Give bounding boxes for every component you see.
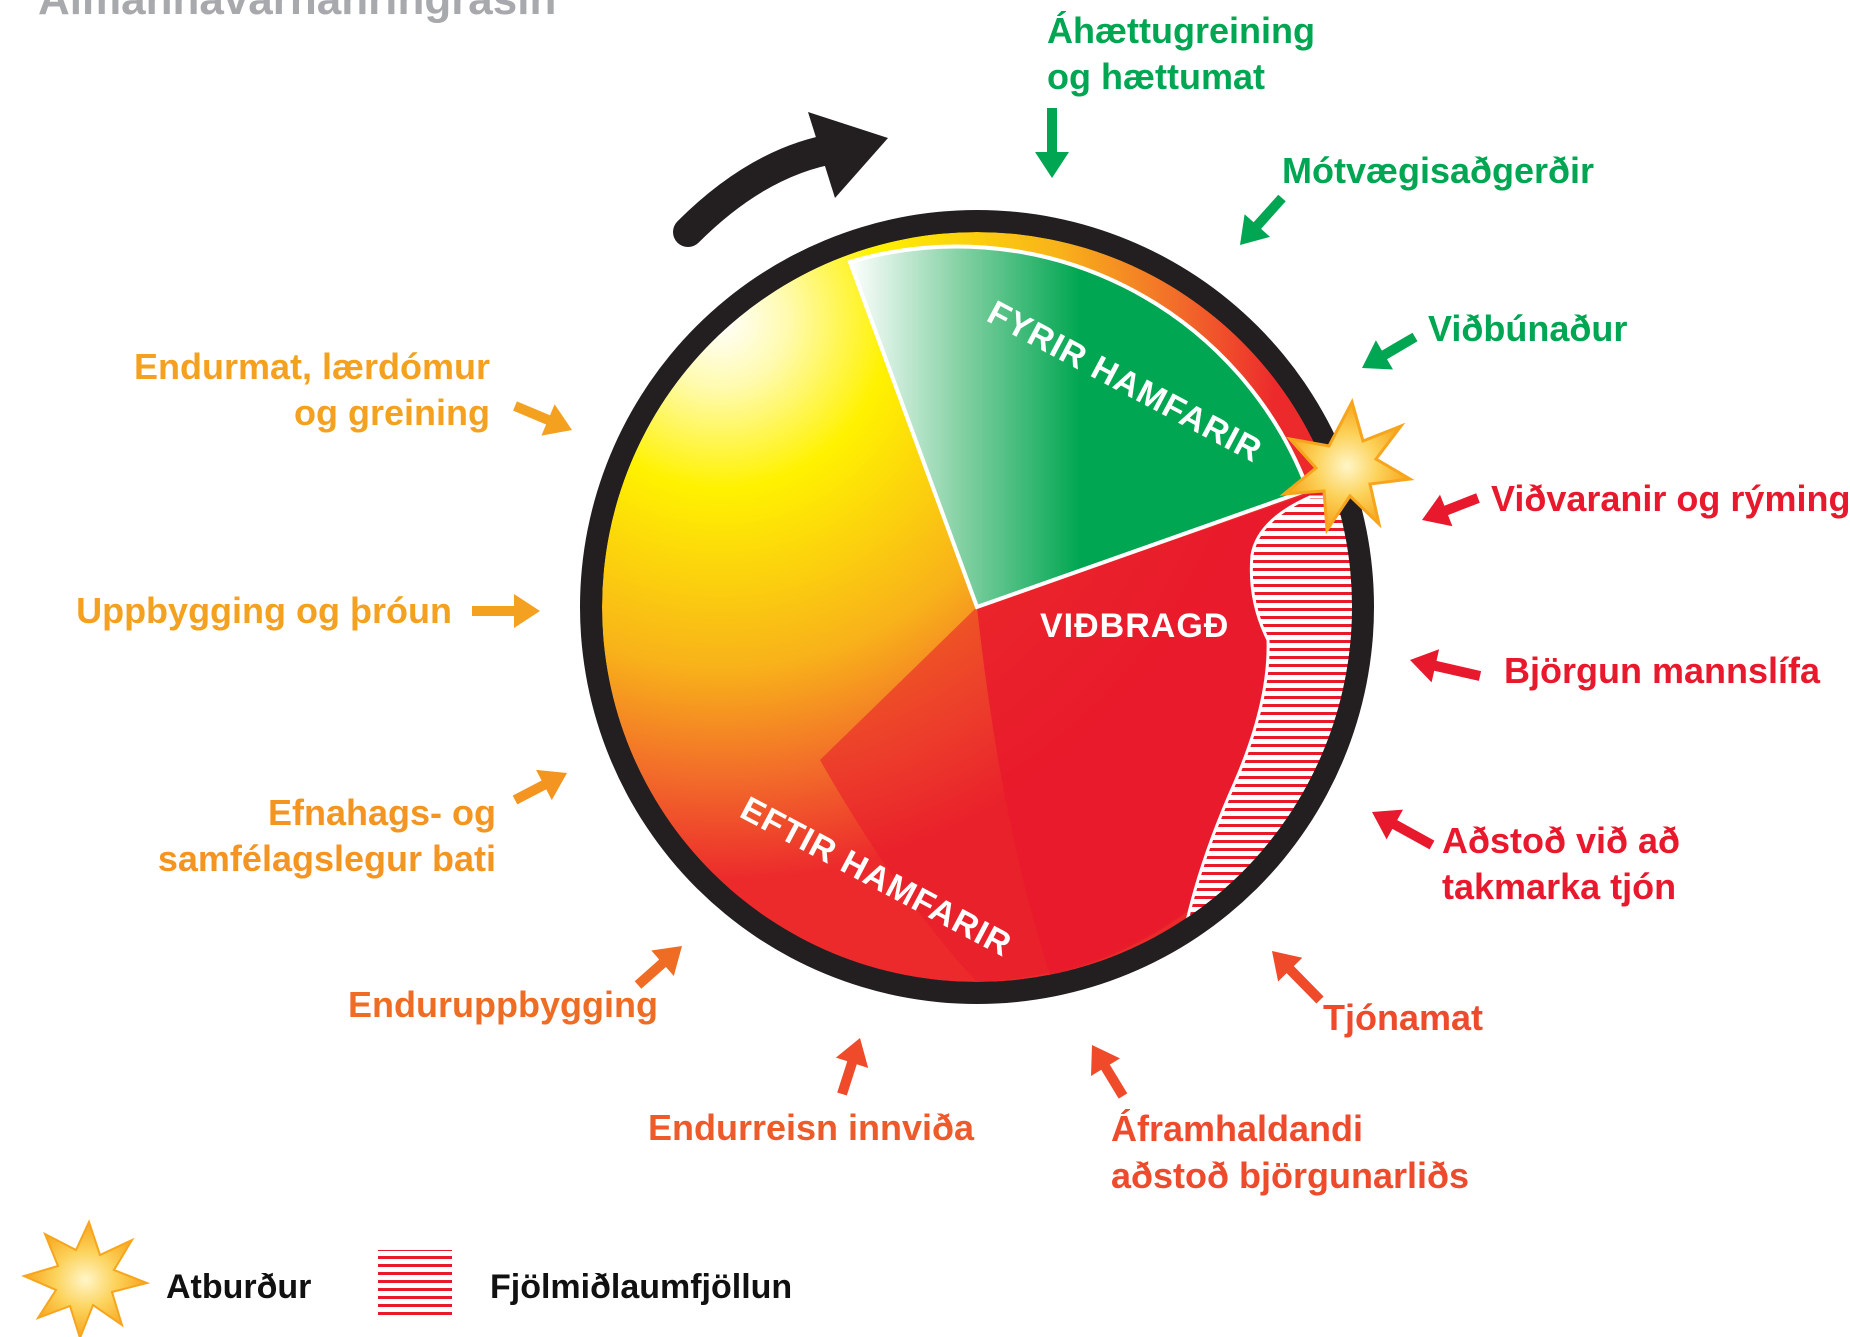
diagram-title: Almannavarnahringrásin bbox=[38, 0, 556, 24]
arrow-damage-icon bbox=[1272, 951, 1324, 1004]
legend: Atburður Fjölmiðlaumfjöllun bbox=[21, 1219, 792, 1337]
label-mitigation: Mótvægisaðgerðir bbox=[1282, 150, 1594, 191]
arrow-assist-icon bbox=[1372, 809, 1435, 850]
label-risk-line2: og hættumat bbox=[1047, 56, 1265, 97]
arrow-risk-icon bbox=[1035, 108, 1069, 178]
arrow-review-icon bbox=[513, 401, 572, 436]
arrow-rescue-icon bbox=[1410, 649, 1482, 683]
label-rebuild: Enduruppbygging bbox=[348, 984, 658, 1025]
label-assist-line2: takmarka tjón bbox=[1442, 866, 1676, 907]
arrow-continued-icon bbox=[1091, 1045, 1128, 1099]
label-warnings: Viðvaranir og rýming bbox=[1491, 478, 1850, 519]
legend-media-label: Fjölmiðlaumfjöllun bbox=[490, 1268, 792, 1306]
label-rescue: Björgun mannslífa bbox=[1504, 650, 1821, 691]
label-development: Uppbygging og þróun bbox=[76, 590, 452, 631]
label-econ-line1: Efnahags- og bbox=[268, 792, 496, 833]
label-infra: Endurreisn innviða bbox=[648, 1107, 975, 1148]
before-disaster-segment bbox=[847, 244, 1311, 610]
label-continued-line1: Áframhaldandi bbox=[1111, 1108, 1363, 1149]
label-risk-line1: Áhættugreining bbox=[1047, 10, 1315, 51]
legend-striped-square-icon bbox=[378, 1250, 452, 1320]
arrow-warnings-icon bbox=[1422, 493, 1480, 527]
label-econ-line2: samfélagslegur bati bbox=[158, 838, 496, 879]
label-review-line1: Endurmat, lærdómur bbox=[134, 346, 490, 387]
arrow-preparedness-icon bbox=[1362, 332, 1418, 370]
arrow-econ-icon bbox=[512, 769, 567, 805]
starburst-icon bbox=[1279, 397, 1415, 535]
arrow-development-icon bbox=[472, 594, 540, 628]
arrow-rebuild-icon bbox=[634, 946, 682, 989]
legend-starburst-icon bbox=[21, 1219, 151, 1337]
label-assist-line1: Aðstoð við að bbox=[1442, 820, 1680, 861]
label-damage: Tjónamat bbox=[1323, 997, 1483, 1038]
arrow-infra-icon bbox=[835, 1038, 869, 1096]
segment-label-response: VIÐBRAGÐ bbox=[1040, 607, 1229, 645]
legend-event-label: Atburður bbox=[166, 1268, 311, 1306]
pointer-arrows bbox=[472, 108, 1482, 1099]
label-review-line2: og greining bbox=[294, 392, 490, 433]
label-preparedness: Viðbúnaður bbox=[1428, 308, 1627, 349]
label-continued-line2: aðstoð björgunarliðs bbox=[1111, 1155, 1469, 1196]
arrow-mitigation-icon bbox=[1240, 194, 1286, 245]
curved-arrow-icon bbox=[673, 112, 888, 247]
